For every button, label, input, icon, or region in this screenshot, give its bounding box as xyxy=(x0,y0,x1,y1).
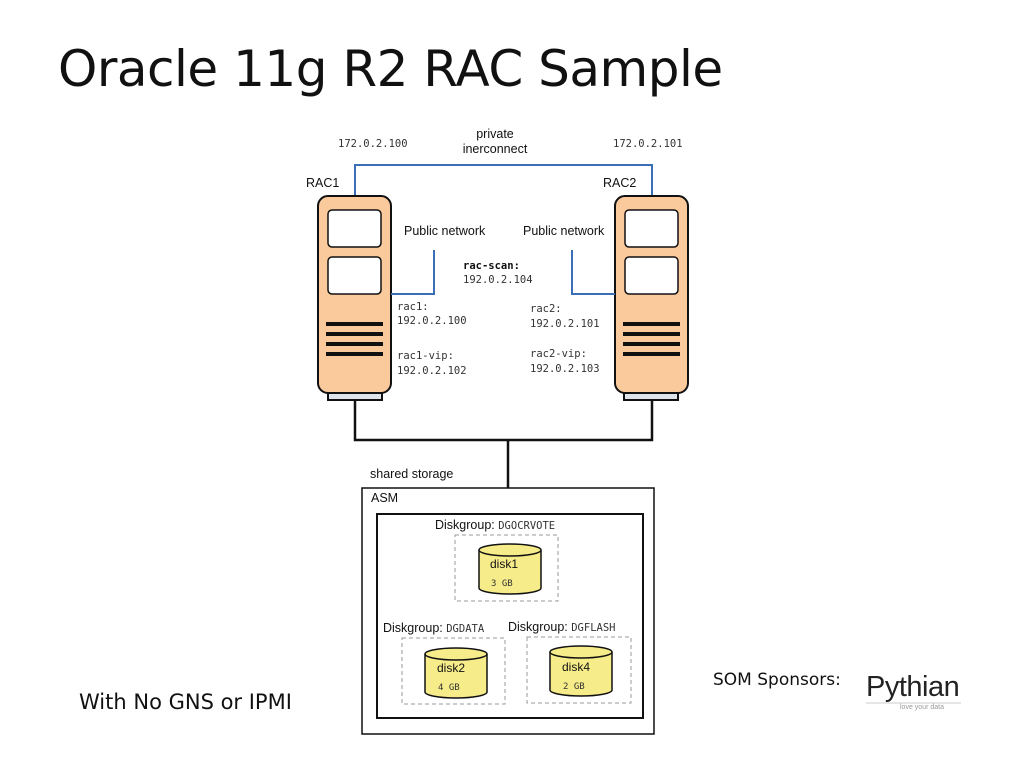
shared-storage-label: shared storage xyxy=(370,467,453,481)
disk-size: 4 GB xyxy=(438,683,460,693)
rac1-label: RAC1 xyxy=(306,176,339,190)
slide-title: Oracle 11g R2 RAC Sample xyxy=(58,40,723,98)
pythian-logo-wordmark: Pythian xyxy=(866,671,959,703)
interconnect-label-line1: private xyxy=(476,127,514,141)
rac1-vip-ip: 192.0.2.102 xyxy=(397,365,467,377)
diskgroup-label: Diskgroup: DGDATA xyxy=(383,621,485,635)
disk-icon xyxy=(424,647,488,699)
rac1-server xyxy=(317,195,392,401)
rac2-host-ip: 192.0.2.101 xyxy=(530,318,600,330)
rac1-host-ip: 192.0.2.100 xyxy=(397,315,467,327)
storage-link xyxy=(353,400,654,442)
rac2-label: RAC2 xyxy=(603,176,636,190)
interconnect-label-line2: inerconnect xyxy=(463,142,528,156)
disk-name: disk2 xyxy=(437,661,465,675)
scan-ip: 192.0.2.104 xyxy=(463,274,533,286)
disk-size: 2 GB xyxy=(563,682,585,692)
asm-label: ASM xyxy=(371,491,398,505)
disk-name: disk1 xyxy=(490,557,518,571)
disk-name: disk4 xyxy=(562,660,590,674)
diskgroup-box xyxy=(401,637,506,705)
rac1-host-label: rac1: xyxy=(397,301,429,313)
rac2-vip-label: rac2-vip: xyxy=(530,348,587,360)
rac1-public-link xyxy=(391,250,435,295)
disk-icon xyxy=(549,645,613,697)
diskgroup-label: Diskgroup: DGFLASH xyxy=(508,620,616,634)
diskgroup-name: DGFLASH xyxy=(571,622,615,634)
rac1-vip-label: rac1-vip: xyxy=(397,350,454,362)
sponsor-label: SOM Sponsors: xyxy=(713,670,841,690)
diskgroup-name: DGOCRVOTE xyxy=(498,520,555,532)
diskgroup-name: DGDATA xyxy=(446,623,485,635)
rac2-network-label: Public network xyxy=(523,224,605,238)
slide-subtitle: With No GNS or IPMI xyxy=(79,690,292,714)
rac2-public-link xyxy=(571,250,615,295)
rac2-host-label: rac2: xyxy=(530,303,562,315)
rac1-network-label: Public network xyxy=(404,224,486,238)
diskgroup-label: Diskgroup: DGOCRVOTE xyxy=(435,518,555,532)
pythian-logo: Pythian love your data xyxy=(866,671,961,711)
pythian-logo-tagline: love your data xyxy=(900,704,944,711)
interconnect-link xyxy=(354,164,653,198)
diskgroup-box xyxy=(454,534,559,602)
interconnect-ip-left: 172.0.2.100 xyxy=(338,138,408,150)
rac2-server xyxy=(614,195,689,401)
disk-icon xyxy=(478,543,542,595)
scan-label: rac-scan: xyxy=(463,260,520,272)
diskgroup-box xyxy=(526,636,632,704)
rac2-vip-ip: 192.0.2.103 xyxy=(530,363,600,375)
interconnect-ip-right: 172.0.2.101 xyxy=(613,138,683,150)
disk-size: 3 GB xyxy=(491,579,513,589)
